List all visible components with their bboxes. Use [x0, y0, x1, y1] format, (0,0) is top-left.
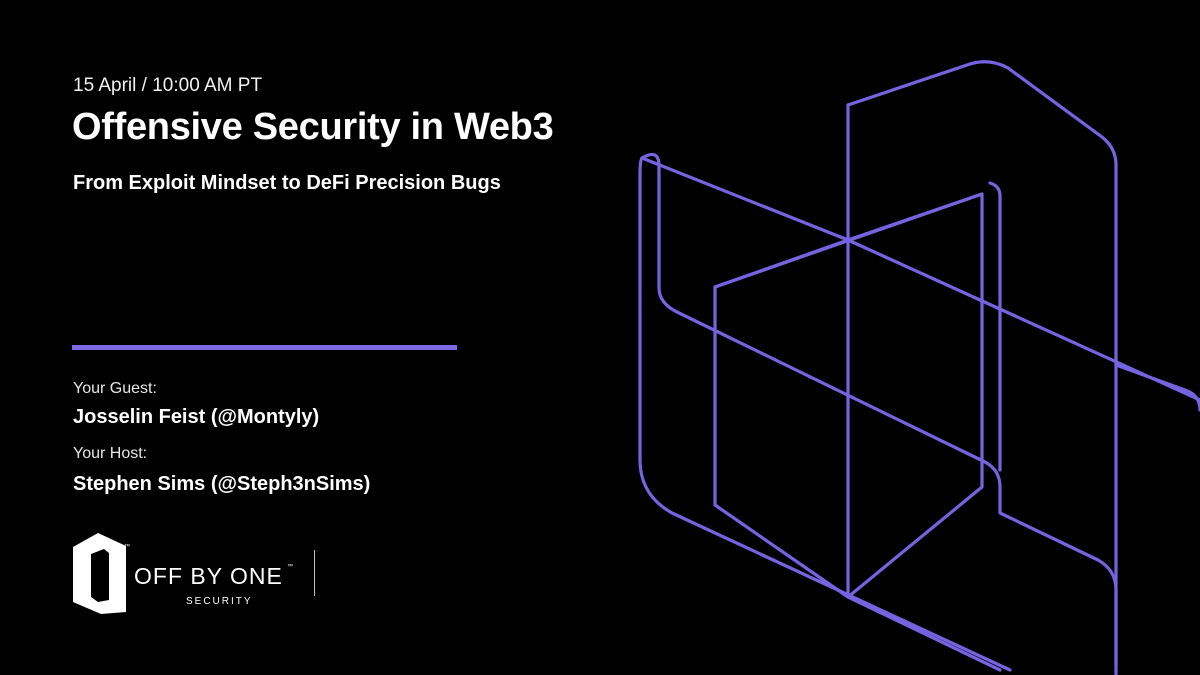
- far-right-edge: [1114, 363, 1200, 412]
- diagonal-line-b: [713, 192, 984, 289]
- event-title: Offensive Security in Web3: [72, 106, 554, 148]
- brand-name: OFF BY ONE: [134, 563, 283, 589]
- event-date: 15 April / 10:00 AM PT: [73, 75, 263, 96]
- guest-label: Your Guest:: [73, 380, 157, 397]
- accent-divider: [72, 345, 457, 350]
- brand-trademark: ™: [287, 564, 293, 570]
- right-panel-inner: [846, 103, 1002, 672]
- brand-tagline: SECURITY: [186, 596, 253, 607]
- guest-name: Josselin Feist (@Montyly): [73, 406, 320, 428]
- right-panel: [846, 60, 1118, 675]
- host-label: Your Host:: [73, 445, 148, 462]
- event-subtitle: From Exploit Mindset to DeFi Precision B…: [73, 172, 501, 194]
- host-name: Stephen Sims (@Steph3nSims): [73, 473, 371, 495]
- outer-left-hexagon: [638, 152, 1118, 672]
- panel-notch: [988, 181, 1002, 472]
- logo-mark-trademark: ™: [124, 544, 130, 550]
- logo-separator: [314, 550, 315, 596]
- brand-logo: ™ OFF BY ONE ™ SECURITY: [71, 530, 321, 616]
- off-by-one-logo-icon: [73, 533, 126, 614]
